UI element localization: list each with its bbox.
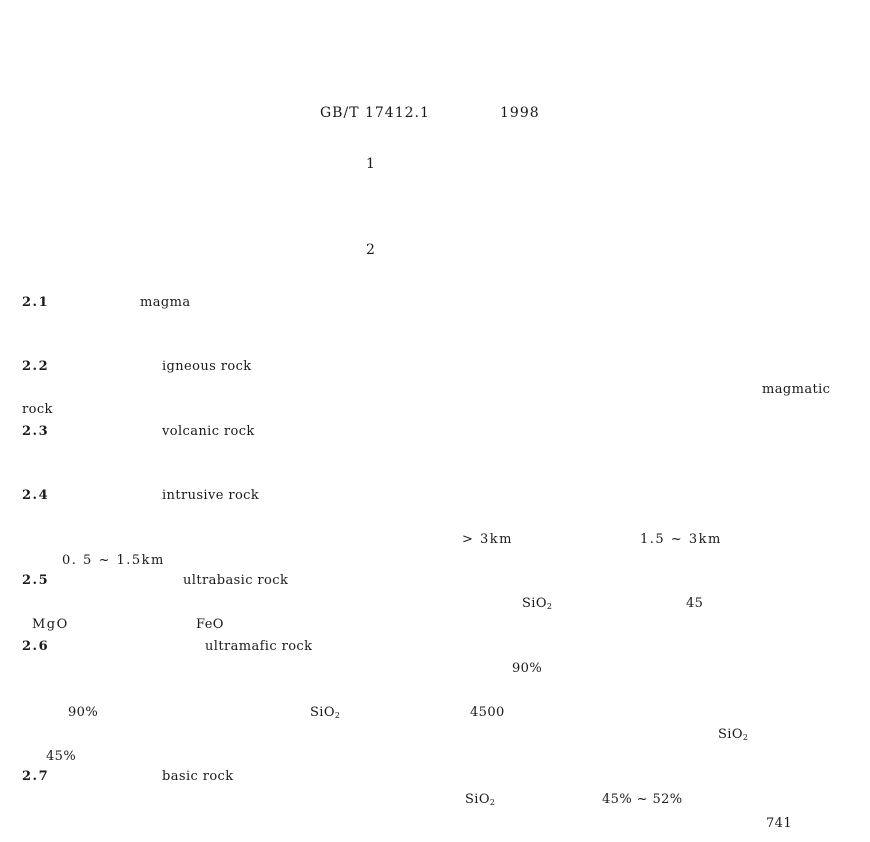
term-2-2-alt-part2: rock <box>22 402 53 417</box>
page-number: 741 <box>766 816 793 831</box>
term-2-6-percent-c: 45% <box>46 749 77 764</box>
term-2-1-number: 2.1 <box>22 295 50 310</box>
term-2-7-silica: SiO2 <box>465 792 496 807</box>
term-2-4-depth-shallow: 0. 5 ~ 1.5km <box>62 553 165 568</box>
term-2-2-alt-part1: magmatic <box>762 382 831 397</box>
term-2-7-number: 2.7 <box>22 769 50 784</box>
term-2-6-percent-a: 90% <box>512 661 543 676</box>
term-2-7-english: basic rock <box>162 769 234 784</box>
term-2-6-silica-1: SiO2 <box>310 705 341 720</box>
term-2-7-silica-range: 45% ~ 52% <box>602 792 683 807</box>
term-2-2-english: igneous rock <box>162 359 252 374</box>
term-2-6-percent-b: 90% <box>68 705 99 720</box>
term-2-5-oxide-feo: FeO <box>196 617 224 632</box>
standard-code: GB/T 17412.1 <box>320 105 430 121</box>
standard-year: 1998 <box>500 105 540 121</box>
section-1-number: 1 <box>366 156 376 172</box>
term-2-6-english: ultramafic rock <box>205 639 313 654</box>
term-2-4-number: 2.4 <box>22 488 50 503</box>
term-2-1-english: magma <box>140 295 191 310</box>
term-2-4-depth-deep: > 3km <box>462 532 514 547</box>
term-2-2-number: 2.2 <box>22 359 50 374</box>
term-2-5-number: 2.5 <box>22 573 50 588</box>
term-2-5-english: ultrabasic rock <box>183 573 289 588</box>
term-2-4-depth-medium: 1.5 ~ 3km <box>640 532 722 547</box>
term-2-6-number: 2.6 <box>22 639 50 654</box>
term-2-5-silica-value: 45 <box>686 596 704 611</box>
term-2-5-oxide-mgo: MgO <box>32 617 69 632</box>
section-2-number: 2 <box>366 242 376 258</box>
term-2-5-silica: SiO2 <box>522 596 553 611</box>
term-2-6-value-4500: 4500 <box>470 705 505 720</box>
term-2-6-silica-2: SiO2 <box>718 727 749 742</box>
term-2-3-english: volcanic rock <box>162 424 255 439</box>
term-2-4-english: intrusive rock <box>162 488 260 503</box>
term-2-3-number: 2.3 <box>22 424 50 439</box>
